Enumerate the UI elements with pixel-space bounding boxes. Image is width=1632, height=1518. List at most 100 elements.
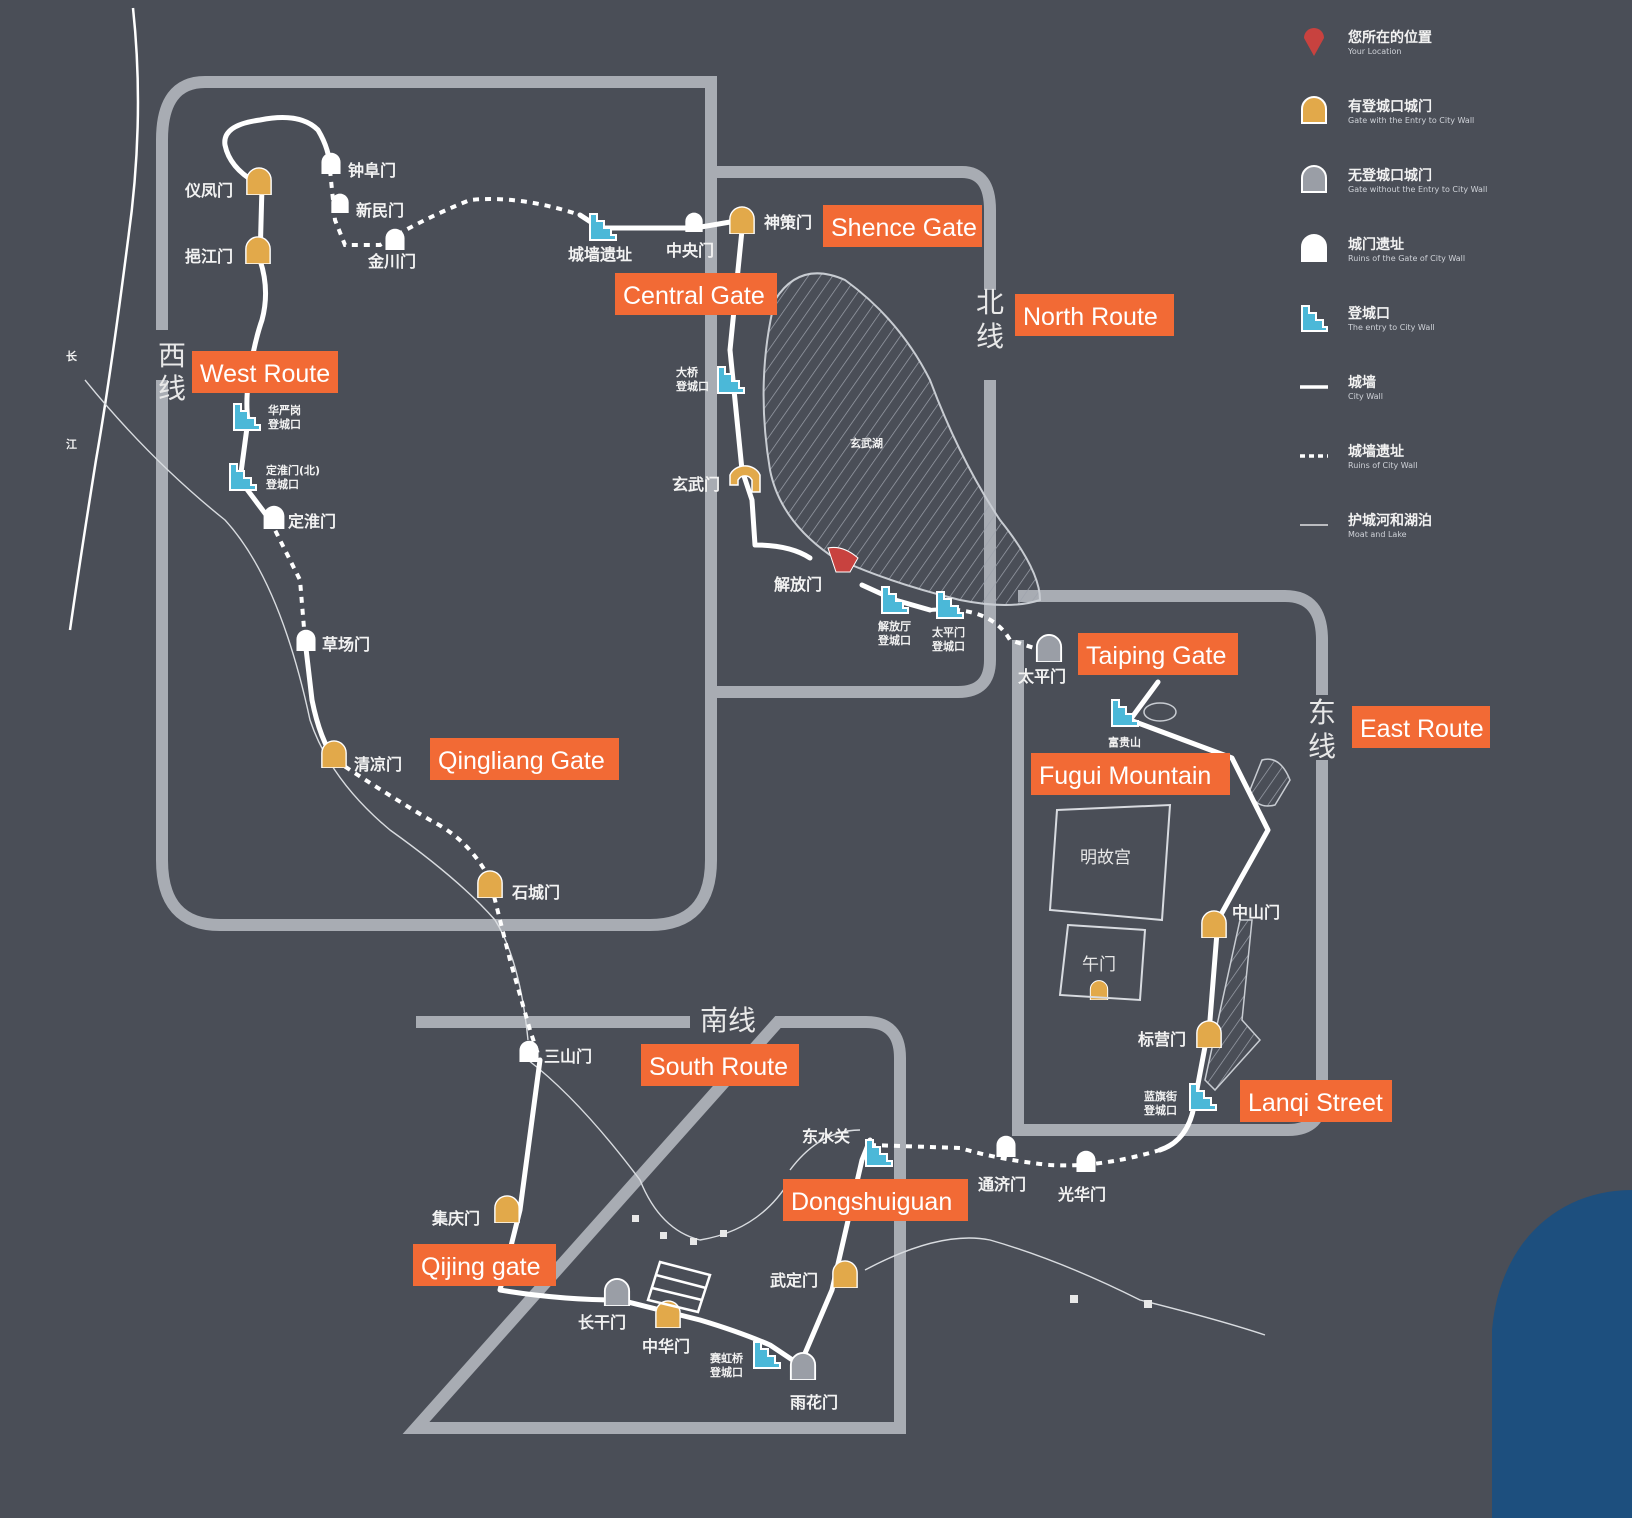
river-dots xyxy=(632,1215,1152,1308)
dingwaimen-north-label-2: 登城口 xyxy=(265,477,299,491)
ming-palace-label: 明故宫 xyxy=(1080,848,1131,868)
lanqi-label: 蓝旗街 xyxy=(1144,1089,1177,1103)
svg-text:West Route: West Route xyxy=(200,360,330,388)
taipingmen-gate-icon xyxy=(1035,634,1063,662)
legend-label-cn: 您所在的位置 xyxy=(1348,29,1432,46)
huayanggang-label: 华严岗 xyxy=(268,403,301,417)
east-pond xyxy=(1249,758,1291,807)
zhongyangmen-gate-icon xyxy=(685,212,703,232)
yifengmen-label: 仪凤门 xyxy=(184,181,233,200)
legend-label-cn: 无登城口城门 xyxy=(1347,167,1432,184)
yuhuamen-gate-icon xyxy=(789,1352,817,1380)
zhongyangmen-label: 中央门 xyxy=(666,241,714,260)
gate-gray-icon xyxy=(1301,165,1327,193)
east-route-cn-1: 东 xyxy=(1308,696,1336,729)
jiefangting-label: 解放厅 xyxy=(878,619,911,633)
north-frame xyxy=(717,166,996,698)
yangtze-lines xyxy=(68,7,140,631)
biaoyingmen-gate-icon xyxy=(1196,1020,1222,1048)
svg-text:Fugui Mountain: Fugui Mountain xyxy=(1039,762,1211,790)
jinchuanmen-label: 金川门 xyxy=(367,252,416,271)
shichengmen-label: 石城门 xyxy=(511,883,560,902)
changjiang-label-1: 长 xyxy=(66,349,78,363)
legend-label-en: Gate with the Entry to City Wall xyxy=(1348,116,1474,125)
svg-text:Shence Gate: Shence Gate xyxy=(831,214,977,242)
stairs-icon xyxy=(1301,305,1328,332)
taipingmen-east-label: 太平门 xyxy=(931,625,965,639)
xuanwu-lake-label: 玄武湖 xyxy=(850,436,883,450)
jiqingmen-gate-icon xyxy=(494,1195,520,1223)
wall-north-2 xyxy=(727,227,813,561)
south-route-tag: South Route xyxy=(641,1044,799,1086)
xinminmen-gate-icon xyxy=(331,193,349,213)
xuanwumen-label: 玄武门 xyxy=(672,475,720,494)
east-route-tag: East Route xyxy=(1352,706,1490,748)
place-labels: 仪凤门 挹江门 钟阜门 新民门 金川门 城墙遗址 中央门 神策门 大桥 登城口 … xyxy=(184,161,1280,1412)
shence-gate-tag: Shence Gate xyxy=(823,205,982,247)
zhongfumen-gate-icon xyxy=(321,152,341,174)
shencemen-gate-icon xyxy=(729,206,755,234)
xuanwumen-gate-icon xyxy=(729,465,761,493)
small-pond xyxy=(1143,702,1177,722)
legend-label-cn: 城门遗址 xyxy=(1348,236,1404,253)
dingwaimen-label: 定淮门 xyxy=(287,512,336,531)
west-route-cn-2: 线 xyxy=(158,372,186,405)
legend-label-en: Your Location xyxy=(1347,47,1401,56)
svg-text:Qijing gate: Qijing gate xyxy=(421,1253,541,1281)
zhonghua-gate-block xyxy=(646,1260,712,1314)
east-route-cn-2: 线 xyxy=(1308,730,1336,763)
saihongqiao-label-2: 登城口 xyxy=(709,1365,743,1379)
dingwaimen-gate-icon xyxy=(263,505,285,529)
taiping-gate-tag: Taiping Gate xyxy=(1078,633,1238,675)
saihongqiao-label: 赛虹桥 xyxy=(709,1351,744,1365)
changjiang-label-2: 江 xyxy=(66,437,77,451)
jiqingmen-label: 集庆门 xyxy=(431,1209,480,1228)
shichengmen-gate-icon xyxy=(477,870,503,898)
legend-label-en: The entry to City Wall xyxy=(1347,323,1435,332)
english-tags: West Route North Route East Route South … xyxy=(192,205,1490,1286)
north-route-cn-1: 北 xyxy=(976,286,1004,319)
legend-label-cn: 护城河和湖泊 xyxy=(1348,512,1432,529)
guanghuamen-gate-icon xyxy=(1076,1150,1096,1172)
yijiangmen-label: 挹江门 xyxy=(185,247,233,266)
jiefangmen-label: 解放门 xyxy=(774,575,822,594)
legend-label-cn: 登城口 xyxy=(1347,305,1390,322)
changganmen-label: 长干门 xyxy=(578,1313,626,1332)
legend-label-cn: 城墙 xyxy=(1348,374,1376,391)
qingliangmen-label: 清凉门 xyxy=(354,755,402,774)
svg-text:North Route: North Route xyxy=(1023,303,1158,331)
dongshuiguan-label: 东水关 xyxy=(802,1127,850,1146)
legend-label-en: Ruins of City Wall xyxy=(1348,461,1418,470)
north-route-tag: North Route xyxy=(1015,294,1174,336)
zhonghuamen-label: 中华门 xyxy=(642,1337,690,1356)
svg-text:East Route: East Route xyxy=(1360,715,1484,743)
moat-water xyxy=(1492,1190,1632,1518)
lanqi-street-tag: Lanqi Street xyxy=(1240,1080,1392,1122)
you-are-here-icon xyxy=(827,547,859,573)
north-route-cn-2: 线 xyxy=(976,320,1004,353)
wudingmen-gate-icon xyxy=(832,1260,858,1288)
changganmen-gate-icon xyxy=(603,1278,631,1306)
location-pin-icon xyxy=(1304,28,1324,56)
yijiangmen-gate-icon xyxy=(245,236,271,264)
svg-text:Dongshuiguan: Dongshuiguan xyxy=(791,1188,952,1216)
tongjimen-label: 通济门 xyxy=(978,1175,1026,1194)
west-frame xyxy=(156,76,717,931)
south-route-cn: 南线 xyxy=(700,1004,756,1037)
jiefangting-label-2: 登城口 xyxy=(877,633,911,647)
gates-without-entry xyxy=(603,634,1063,1380)
svg-text:South Route: South Route xyxy=(649,1053,788,1081)
legend-label-en: City Wall xyxy=(1348,392,1383,401)
west-route-cn-1: 西 xyxy=(158,339,186,372)
route-cn-labels: 西 线 北 线 东 线 南线 xyxy=(158,286,1336,1037)
ming-palace-outline xyxy=(1048,803,1172,1002)
central-gate-tag: Central Gate xyxy=(615,273,777,315)
lanqi-label-2: 登城口 xyxy=(1143,1103,1177,1117)
dingwaimen-north-label: 定淮门(北) xyxy=(266,463,320,477)
